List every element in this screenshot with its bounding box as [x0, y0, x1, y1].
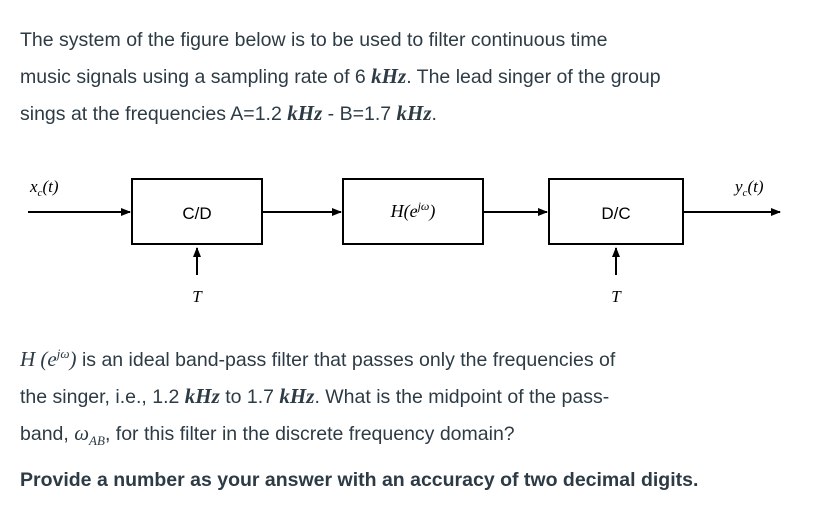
question-line-3: band, ωAB, for this filter in the discre… — [20, 415, 800, 459]
filter-block — [342, 178, 484, 245]
unit-khz: kHz — [279, 384, 315, 408]
question-line-2-end: . What is the midpoint of the pass- — [314, 386, 610, 408]
cd-block-label: C/D — [182, 204, 211, 223]
intro-line-1: The system of the figure below is to be … — [20, 29, 608, 51]
unit-khz: kHz — [184, 384, 220, 408]
intro-paragraph: The system of the figure below is to be … — [20, 22, 800, 132]
question-line-3-end: , for this filter in the discrete freque… — [104, 423, 515, 445]
sampling-label-cd: T — [192, 287, 203, 306]
question-line-2-mid: to 1.7 — [219, 386, 280, 408]
intro-line-3-text: sings at the frequencies A=1.2 — [20, 103, 288, 125]
intro-line-2: music signals using a sampling rate of 6… — [20, 58, 800, 95]
output-label: yc(t) — [733, 177, 764, 199]
dc-block — [548, 178, 684, 245]
intro-line-2-end: . The lead singer of the group — [406, 66, 661, 88]
dc-block-label: D/C — [601, 204, 630, 223]
h-ejw-symbol: H (ejω) — [20, 346, 77, 371]
question-line-3-text: band, — [20, 423, 75, 445]
intro-line-3-mid: - B=1.7 — [322, 103, 397, 125]
filter-block-label: H(ejω) — [390, 199, 436, 222]
unit-khz: kHz — [371, 64, 407, 88]
omega-ab-symbol: ωAB — [74, 421, 105, 449]
input-label: xc(t) — [29, 177, 59, 199]
question-line-2-text: the singer, i.e., 1.2 — [20, 386, 185, 408]
sampling-label-dc: T — [611, 287, 622, 306]
unit-khz: kHz — [396, 101, 432, 125]
question-line-1-text: is an ideal band-pass filter that passes… — [76, 349, 616, 371]
question-line-1: H (ejω) is an ideal band-pass filter tha… — [20, 336, 800, 378]
question-line-2: the singer, i.e., 1.2 kHz to 1.7 kHz. Wh… — [20, 378, 800, 415]
intro-line-2-text: music signals using a sampling rate of 6 — [20, 66, 372, 88]
intro-line-3-end: . — [431, 103, 437, 125]
intro-line-3: sings at the frequencies A=1.2 kHz - B=1… — [20, 95, 800, 132]
cd-block — [131, 178, 263, 245]
answer-instruction: Provide a number as your answer with an … — [20, 469, 699, 491]
question-paragraph: H (ejω) is an ideal band-pass filter tha… — [20, 336, 800, 459]
unit-khz: kHz — [287, 101, 323, 125]
